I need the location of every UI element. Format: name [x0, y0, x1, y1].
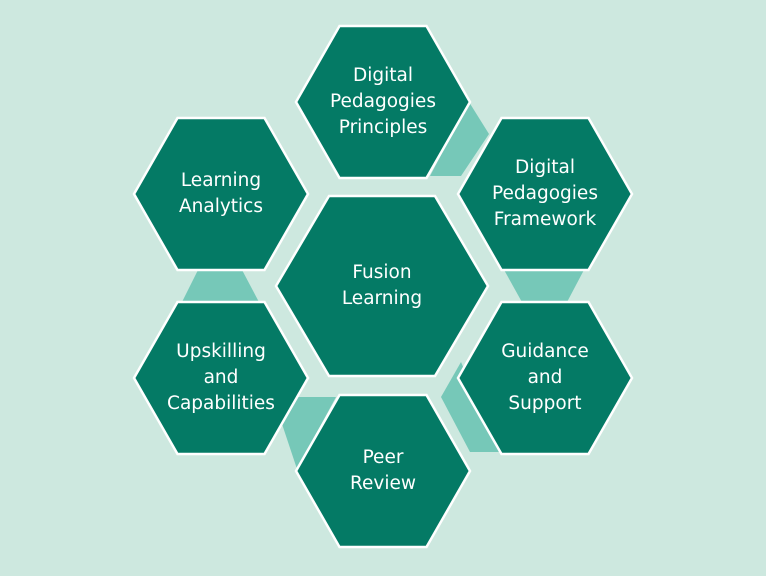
label-line: Review — [349, 473, 416, 494]
label-line: Learning — [180, 170, 262, 191]
hexagon-label-guidance-and-support: Guidance and Support — [460, 304, 630, 452]
label-line: Analytics — [178, 196, 263, 217]
label-line: Upskilling — [176, 341, 266, 362]
hexagon-upskilling-and-capabilities — [132, 300, 310, 456]
center-hexagon-label: Fusion Learning — [278, 198, 486, 374]
hexagon-peer-review — [294, 393, 472, 549]
hexagon-group — [132, 24, 634, 549]
hexagon-label-digital-pedagogies-principles: Digital Pedagogies Principles — [298, 28, 468, 176]
label-line: Learning — [341, 288, 423, 309]
connector-guidance-review — [441, 362, 499, 452]
label-line: and — [527, 367, 563, 388]
connector-review-upskilling — [278, 397, 336, 469]
label-line: Guidance — [501, 341, 589, 362]
connector-group — [181, 102, 585, 469]
label-line: Peer — [362, 447, 404, 468]
hexagon-fusion-learning — [274, 194, 490, 378]
label-line: and — [203, 367, 239, 388]
connector-principles-framework — [430, 102, 489, 176]
label-line: Digital — [515, 157, 575, 178]
hexagon-label-upskilling-and-capabilities: Upskilling and Capabilities — [136, 304, 306, 452]
label-line: Capabilities — [167, 393, 275, 414]
label-line: Fusion — [352, 262, 412, 283]
hexagon-guidance-and-support — [456, 300, 634, 456]
hexagon-digital-pedagogies-framework — [456, 116, 634, 272]
label-line: Framework — [493, 209, 597, 230]
hexagon-label-peer-review: Peer Review — [298, 397, 468, 545]
hexagon-digital-pedagogies-principles — [294, 24, 472, 180]
label-line: Pedagogies — [492, 183, 598, 204]
hexagon-learning-analytics — [132, 116, 310, 272]
hexagon-label-learning-analytics: Learning Analytics — [136, 120, 306, 268]
label-line: Principles — [338, 117, 428, 138]
connector-upskilling-analytics — [181, 268, 260, 304]
label-line: Pedagogies — [330, 91, 436, 112]
label-line: Digital — [353, 65, 413, 86]
connector-framework-guidance — [503, 268, 585, 304]
label-line: Support — [508, 393, 582, 414]
hexagon-label-digital-pedagogies-framework: Digital Pedagogies Framework — [460, 120, 630, 268]
